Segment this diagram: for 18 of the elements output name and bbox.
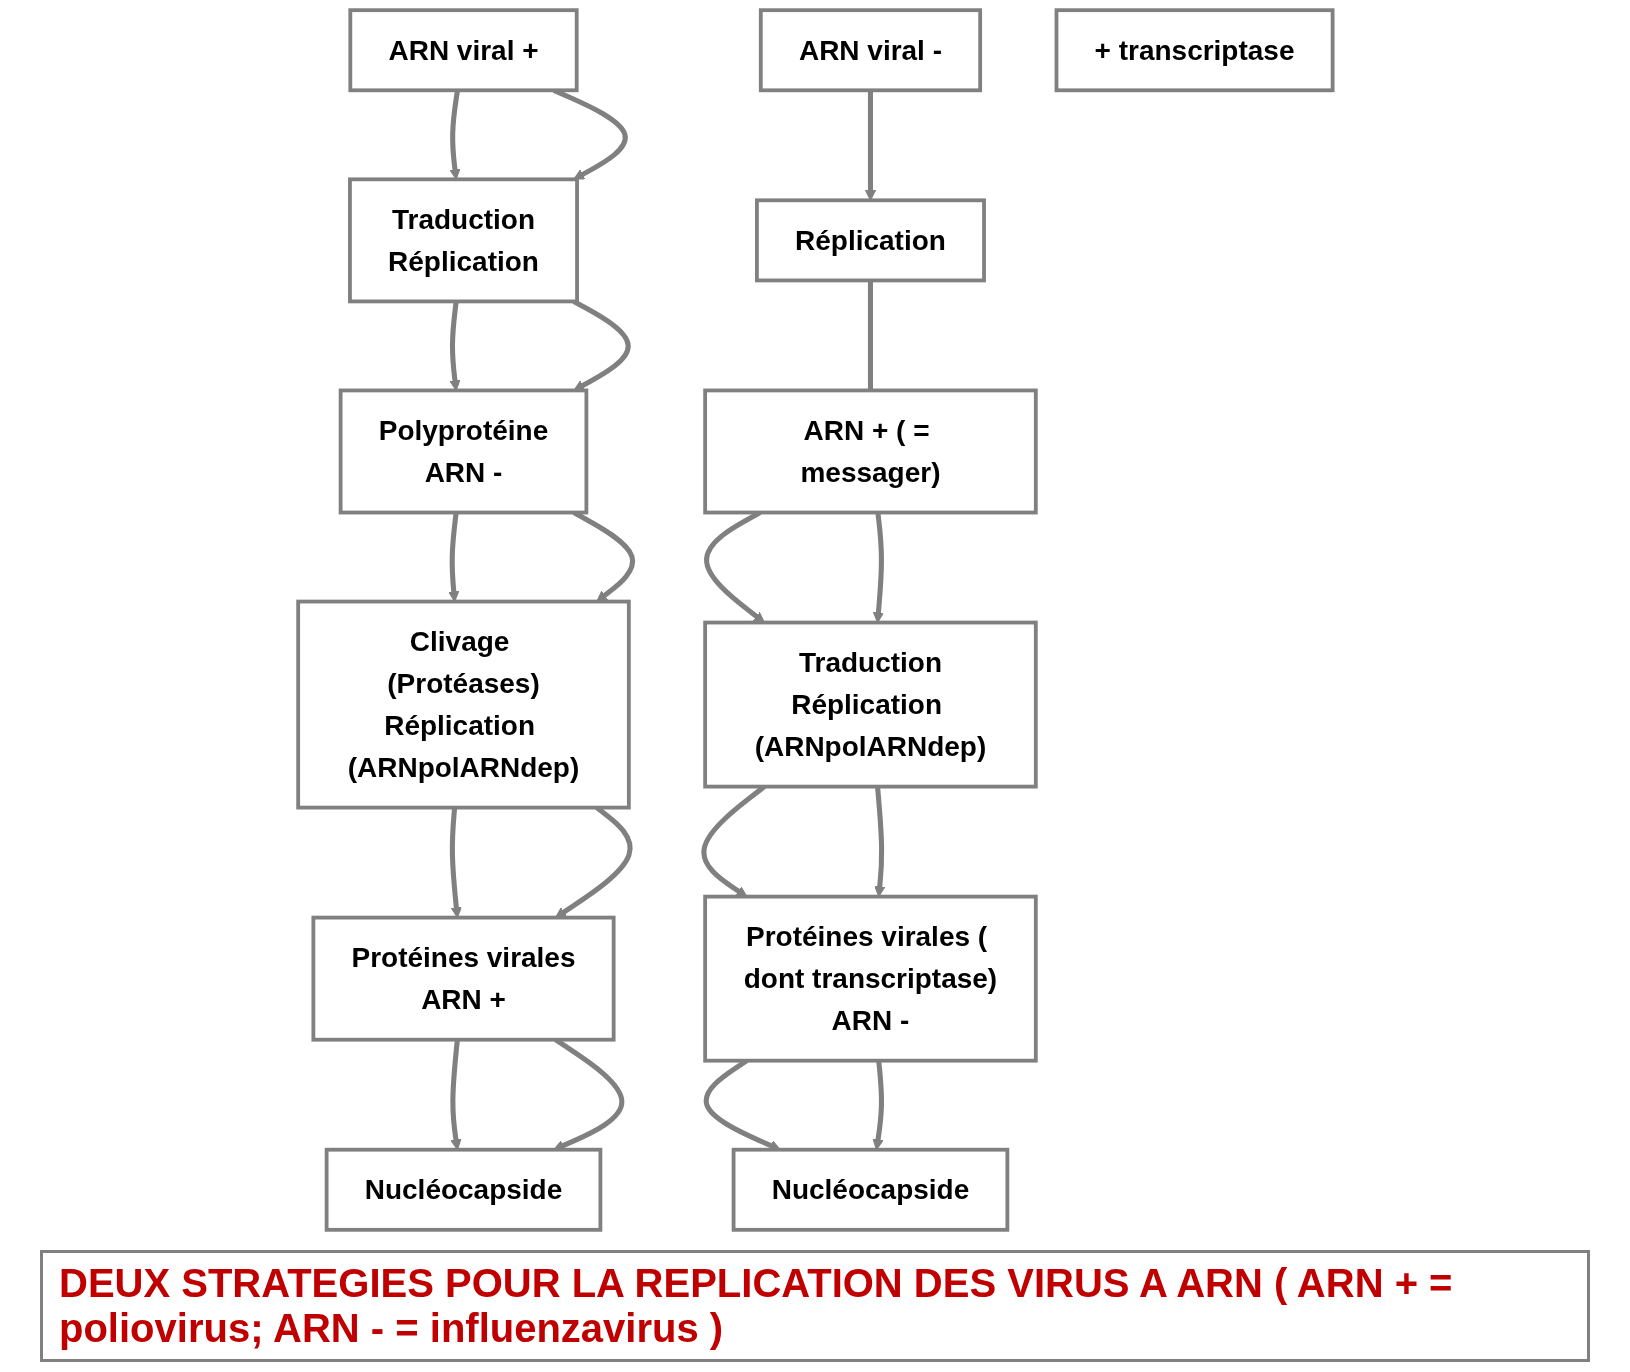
node-box: ARN + ( = messager) bbox=[702, 388, 1038, 515]
node-box: Traduction Réplication (ARNpolARNdep) bbox=[702, 620, 1038, 789]
node-box: Protéines virales ARN + bbox=[311, 915, 616, 1042]
node-box: ARN viral - bbox=[758, 8, 982, 93]
arrow bbox=[572, 299, 631, 391]
node-box: Nucléocapside bbox=[731, 1147, 1009, 1232]
node-box: + transcriptase bbox=[1054, 8, 1335, 93]
node-box: ARN viral + bbox=[348, 8, 579, 93]
node-box: Protéines virales ( dont transcriptase) ARN - bbox=[702, 894, 1038, 1063]
node-box: Clivage (Protéases) Réplication (ARNpolARNdep) bbox=[295, 599, 631, 810]
node-box: Nucléocapside bbox=[324, 1147, 602, 1232]
connector bbox=[867, 280, 873, 391]
arrow bbox=[448, 301, 461, 391]
caption: DEUX STRATEGIES POUR LA REPLICATION DES VIRUS A ARN ( ARN + = poliovirus; ARN - = influenzavirus ) bbox=[40, 1250, 1590, 1362]
node-box: Traduction Réplication bbox=[347, 177, 579, 304]
node-box: Réplication bbox=[754, 198, 986, 283]
arrow bbox=[864, 90, 876, 201]
node-box: Polyprotéine ARN - bbox=[338, 388, 588, 515]
